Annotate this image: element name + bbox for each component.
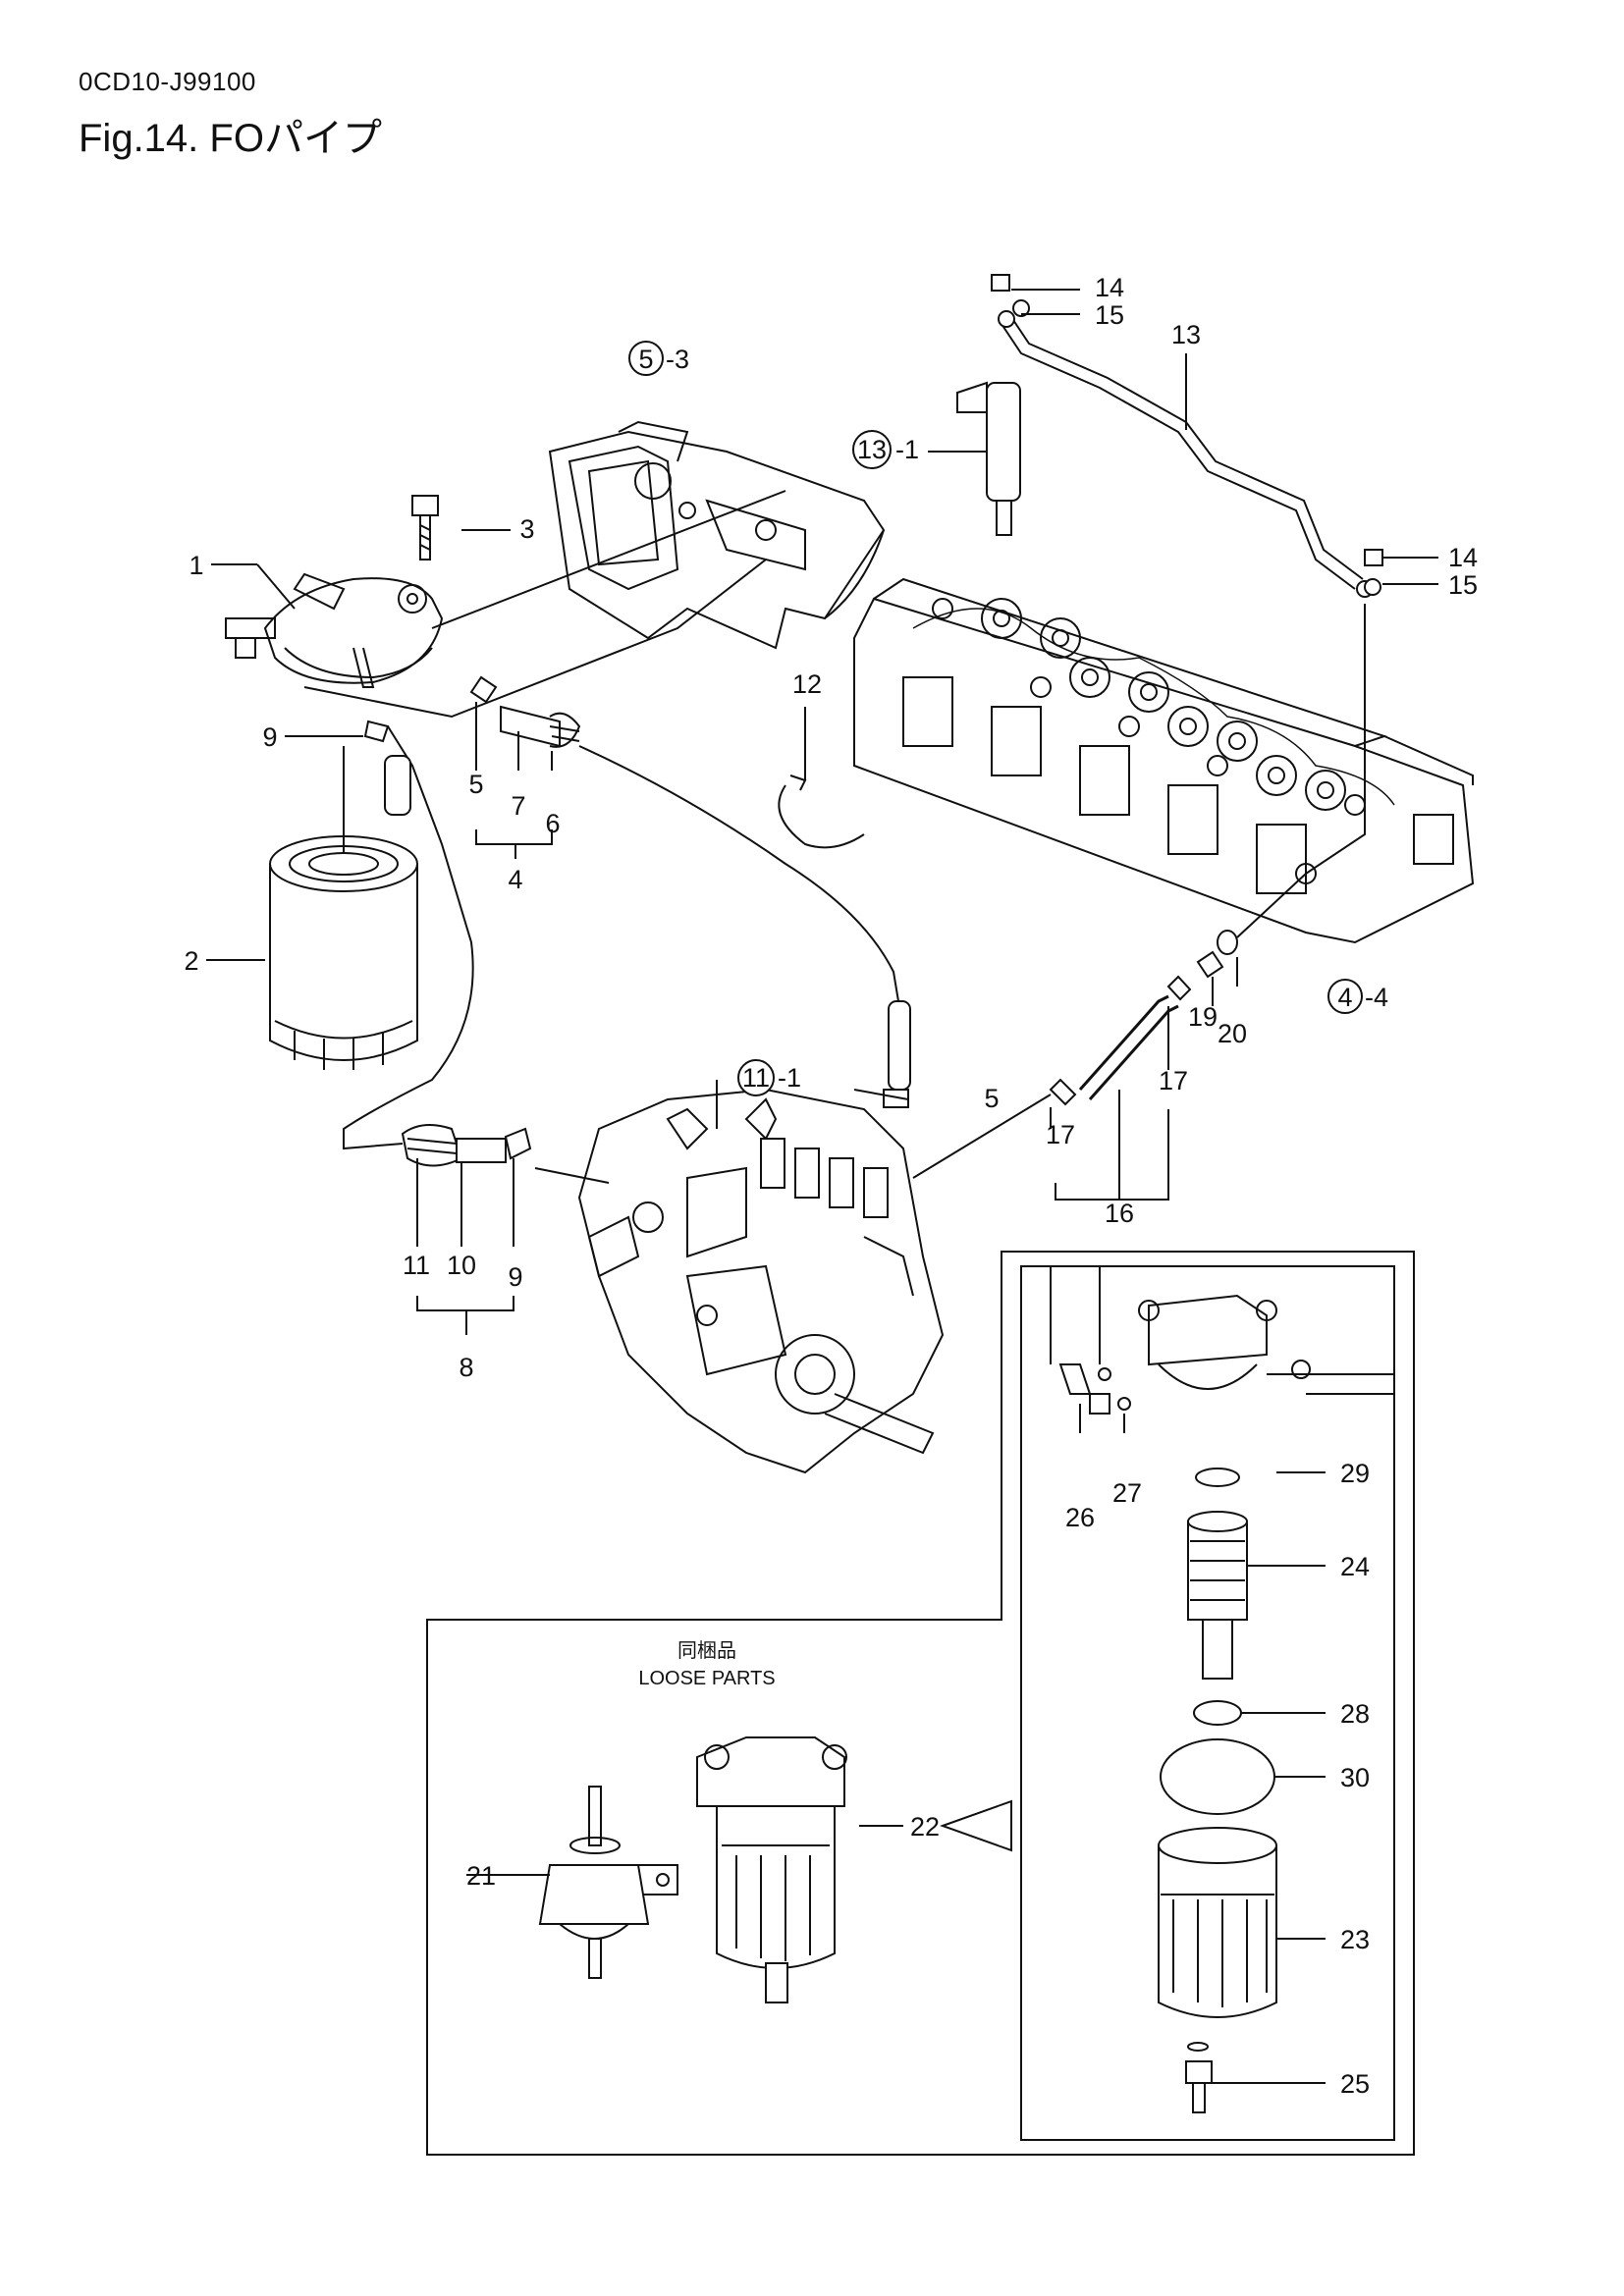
callout-5b: 5 [984, 1084, 999, 1113]
loose-parts-label-en: LOOSE PARTS [638, 1668, 775, 1689]
fuel-return-pipe [578, 745, 899, 1002]
callout-6: 6 [545, 809, 560, 838]
callout-17b: 17 [1159, 1066, 1188, 1095]
o-ring-29 [1195, 1468, 1240, 1487]
callout-11: 11 [403, 1251, 430, 1280]
circled-ref-5-3: 5 -3 [628, 341, 689, 376]
callout-1: 1 [189, 551, 203, 580]
document-code: 0CD10-J99100 [79, 67, 256, 96]
water-separator-assy-illustration [696, 1736, 847, 2003]
callout-22: 22 [910, 1812, 940, 1842]
injection-pipe [1001, 323, 1356, 590]
svg-text:5: 5 [638, 345, 653, 374]
fuel-hose-assy-8-illustration [401, 1124, 610, 1184]
callout-15: 15 [1095, 300, 1124, 330]
callout-25: 25 [1340, 2069, 1370, 2099]
callout-9b: 9 [508, 1262, 522, 1292]
o-ring-28 [1193, 1700, 1242, 1726]
bolt-illustration [411, 495, 439, 561]
callout-30: 30 [1340, 1763, 1370, 1792]
fuel-filter-cartridge-illustration [269, 835, 418, 1070]
cylinder-head-illustration [853, 577, 1475, 944]
callout-7: 7 [511, 791, 525, 821]
fuel-feed-pipe [343, 725, 474, 1150]
callout-14: 14 [1095, 273, 1124, 302]
figure-title: Fig.14. FOパイプ [79, 117, 382, 160]
circled-ref-11-1: 11 -1 [737, 1059, 801, 1096]
element-24-illustration [1187, 1511, 1248, 1680]
callout-3: 3 [519, 514, 534, 544]
intake-manifold-illustration [548, 420, 886, 650]
drain-plug-25-illustration [1185, 2060, 1213, 2113]
o-ring-30 [1160, 1738, 1275, 1815]
callout-15b: 15 [1448, 570, 1478, 600]
callout-5: 5 [468, 770, 483, 799]
callout-9: 9 [262, 722, 277, 752]
callout-23: 23 [1340, 1925, 1370, 1954]
svg-text:-3: -3 [666, 345, 689, 374]
pipe-sleeve [888, 1000, 911, 1091]
svg-text:-4: -4 [1365, 983, 1388, 1012]
injection-pump-illustration [577, 1088, 945, 1474]
fuel-hose-assy-4-illustration [469, 675, 581, 748]
callout-19: 19 [1188, 1002, 1218, 1032]
filter-head-23-parts-illustration [1058, 1294, 1311, 1415]
svg-text:-1: -1 [895, 435, 919, 464]
callout-26: 26 [1065, 1503, 1095, 1532]
cup-23-illustration [1158, 1827, 1277, 2018]
callout-20: 20 [1218, 1019, 1247, 1048]
callout-21: 21 [466, 1861, 496, 1891]
callout-13: 13 [1171, 320, 1201, 349]
callout-24: 24 [1340, 1552, 1370, 1581]
o-ring-25 [1187, 2042, 1209, 2052]
callout-2: 2 [184, 946, 198, 976]
callout-4: 4 [508, 865, 522, 894]
svg-text:13: 13 [857, 435, 887, 464]
svg-text:-1: -1 [778, 1063, 801, 1093]
callout-17: 17 [1046, 1120, 1075, 1149]
callout-14b: 14 [1448, 543, 1478, 572]
circled-ref-13-1: 13 -1 [852, 430, 919, 469]
fuel-filter-head-illustration [225, 572, 444, 688]
svg-text:4: 4 [1337, 983, 1352, 1012]
callout-8: 8 [459, 1353, 473, 1382]
electric-fuel-pump-illustration [538, 1786, 678, 1979]
fuel-hose-assy-16-illustration [1049, 873, 1307, 1106]
clip-illustration [778, 774, 865, 849]
callout-28: 28 [1340, 1699, 1370, 1729]
callout-10: 10 [447, 1251, 476, 1280]
loose-parts-label-jp: 同梱品 [677, 1639, 736, 1662]
loose-parts-frame [426, 1251, 1415, 2156]
callout-29: 29 [1340, 1459, 1370, 1488]
callout-16: 16 [1105, 1199, 1134, 1228]
callout-labels: 1 2 3 4 5 5 6 7 8 9 9 10 11 12 13 14 15 … [184, 273, 1478, 2099]
circled-ref-4-4: 4 -4 [1327, 979, 1388, 1014]
callout-12: 12 [792, 669, 822, 699]
svg-text:11: 11 [742, 1063, 770, 1093]
callout-27: 27 [1112, 1478, 1142, 1508]
injection-nozzle-illustration [956, 381, 1021, 536]
